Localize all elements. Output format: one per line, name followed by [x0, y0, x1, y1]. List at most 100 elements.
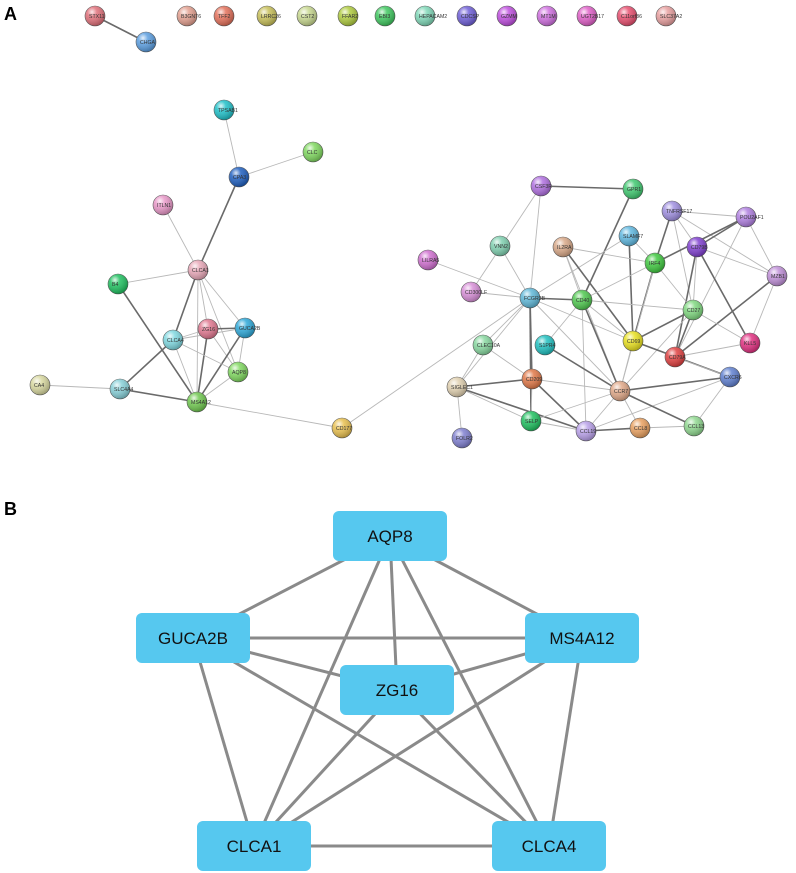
node-label: CD79A: [669, 355, 686, 361]
edge-ZG16-MS4A12: [196, 328, 209, 403]
node-CLCA1: CLCA1: [187, 259, 209, 281]
panel-b-letter: B: [4, 499, 17, 519]
edge-CD79B-KLL5: [696, 246, 751, 344]
edge-GPR1-CD40: [581, 188, 634, 301]
node-label: CLCA4: [167, 338, 184, 344]
node-label: CD40: [576, 298, 589, 304]
node-label: CXCR6: [724, 375, 742, 381]
node-label: SLC37A2: [660, 14, 682, 20]
node-label: GUCA2B: [239, 326, 261, 332]
edge-FCGR3B-CD69: [529, 297, 634, 342]
node-CST2: CST2: [296, 5, 318, 27]
edge-SLAMF7-FCGR3B: [529, 235, 630, 299]
node-label: KLL5: [744, 341, 756, 347]
node-MS4A12: MS4A12: [186, 391, 211, 413]
panel-a-edges: [39, 15, 778, 439]
hub-node-AQP8: AQP8: [333, 511, 447, 561]
edge-CD27-KLL5: [692, 309, 751, 344]
edge-POU2AF1-MZB1: [745, 216, 778, 277]
node-CD209: CD209: [521, 368, 543, 390]
node-label: GZMM: [501, 14, 517, 20]
hub-node-label: MS4A12: [549, 629, 614, 648]
edge-CSF3R-GPR1: [540, 185, 634, 190]
node-label: CPA3: [233, 175, 246, 181]
node-label: IL2RA: [557, 245, 572, 251]
node-IL2RA: IL2RA: [552, 236, 574, 258]
hub-node-label: CLCA1: [227, 837, 282, 856]
node-label: CD300LF: [465, 290, 487, 296]
node-CSF3R: CSF3R: [530, 175, 552, 197]
node-label: VNN2: [494, 244, 508, 250]
node-CD27: CD27: [682, 299, 704, 321]
node-label: CCL8: [634, 426, 647, 432]
edge-TNFRSF17-POU2AF1: [671, 210, 747, 218]
edge-FCGR3B-CCR7: [529, 297, 621, 392]
edge-LILRA5-FCGR3B: [427, 259, 531, 299]
node-SIGLEC1: SIGLEC1: [446, 376, 473, 398]
edge-CPA3-CLC: [238, 151, 314, 178]
node-label: TNFRSF17: [666, 209, 692, 215]
node-SLC37A2: SLC37A2: [655, 5, 682, 27]
node-AQP8: AQP8: [227, 361, 249, 383]
edge-CXCR6-CCR7: [619, 376, 731, 392]
edge-S1PR4-CCR7: [544, 344, 621, 392]
node-label: CCL19: [580, 429, 596, 435]
edge-MZB1-KLL5: [749, 275, 778, 344]
node-label: TFF2: [218, 14, 231, 20]
node-CD177: CD177: [331, 417, 353, 439]
node-label: AQP8: [232, 370, 246, 376]
edge-ITLN1-CLCA1: [162, 204, 199, 271]
edge-CD40-CCR7: [581, 299, 621, 392]
node-FCGR3B: FCGR3B: [519, 287, 546, 309]
node-label: C11orf86: [621, 14, 642, 20]
edge-B4-CLCA1: [117, 269, 199, 285]
node-MZB1: MZB1: [766, 265, 788, 287]
node-SLAMF7: SLAMF7: [618, 225, 643, 247]
node-label: CLC: [307, 150, 318, 156]
edge-CSF3R-FCGR3B: [529, 185, 542, 299]
edge-FCGR3B-CLEC10A: [482, 297, 531, 346]
node-label: CLEC10A: [477, 343, 501, 349]
node-label: MT1M: [541, 14, 556, 20]
node-EBI3: EBI3: [374, 5, 396, 27]
node-CHGA: CHGA: [135, 31, 157, 53]
node-CCL8: CCL8: [629, 417, 651, 439]
node-label: CHGA: [140, 40, 156, 46]
edge-CCR7-SELP: [530, 390, 621, 422]
node-LRRC26: LRRC26: [256, 5, 281, 27]
node-label: CD69: [627, 339, 640, 345]
node-label: CCR7: [614, 389, 628, 395]
hub-edge-MS4A12-CLCA4: [547, 637, 584, 847]
node-S1PR4: S1PR4: [534, 334, 556, 356]
hub-edge-ZG16-CLCA1: [252, 688, 399, 848]
node-label: MZB1: [771, 274, 785, 280]
node-CXCR6: CXCR6: [719, 366, 742, 388]
node-label: CD79B: [691, 245, 708, 251]
node-TNFRSF17: TNFRSF17: [661, 200, 692, 222]
edge-CD209-CCR7: [531, 378, 621, 392]
edge-FCGR3B-SELP: [529, 297, 532, 422]
edge-CA4-SLC4A4: [39, 384, 121, 390]
edge-CLCA4-AQP8: [172, 339, 239, 373]
node-VNN2: VNN2: [489, 235, 511, 257]
edge-IRF4-CD40: [581, 262, 656, 301]
hub-edge-MS4A12-CLCA1: [253, 636, 583, 848]
hub-edge-GUCA2B-CLCA4: [192, 636, 550, 848]
node-label: GPR1: [627, 187, 641, 193]
node-STX11: STX11: [84, 5, 106, 27]
node-ZG16: ZG16: [197, 318, 219, 340]
node-label: CD209: [526, 377, 542, 383]
node-CD79A: CD79A: [664, 346, 686, 368]
edge-GUCA2B-MS4A12: [196, 327, 246, 403]
node-MT1M: MT1M: [536, 5, 558, 27]
hub-node-label: CLCA4: [522, 837, 577, 856]
edge-CPA3-CLCA1: [197, 176, 240, 271]
edge-CLCA4-MS4A12: [172, 339, 198, 403]
node-label: EBI3: [379, 14, 390, 20]
edge-CD79B-MZB1: [696, 246, 778, 277]
node-label: CD177: [336, 426, 352, 432]
hub-node-ZG16: ZG16: [340, 665, 454, 715]
node-CLC: CLC: [302, 141, 324, 163]
node-GUCA2B: GUCA2B: [234, 317, 261, 339]
